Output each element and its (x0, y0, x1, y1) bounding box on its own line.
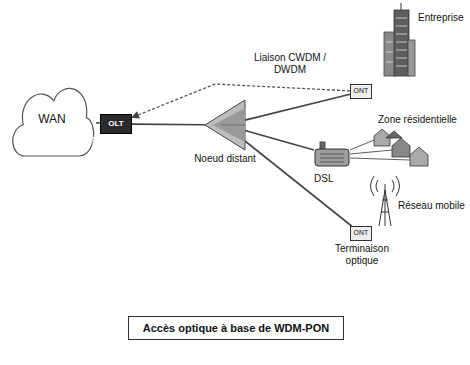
caption-block: Noeud distant (190, 153, 260, 165)
wan-cloud: WAN (8, 72, 96, 168)
antenna-illustration (371, 176, 400, 226)
ont-box: ONTTerminaison optique (350, 226, 372, 241)
site-label: Zone résidentielle (378, 114, 457, 126)
dsl-device: DSL (314, 140, 350, 170)
node-label: WAN (38, 113, 66, 127)
houses-illustration (350, 129, 428, 166)
fiber-link (245, 131, 314, 150)
node-content: OLT (101, 115, 131, 133)
node-caption: Terminaison optique (81, 136, 153, 159)
caption-block: Terminaison optique (81, 136, 153, 159)
node-content: ONT (351, 85, 371, 98)
splitter-shape (205, 100, 245, 150)
figure-caption: Accès optique à base de WDM-PON (128, 316, 344, 340)
node-content (205, 100, 245, 150)
node-label: ONT (354, 87, 369, 95)
node-caption: DSL (314, 173, 354, 185)
node-label: ONT (354, 229, 369, 237)
node-caption: Noeud distant (190, 153, 260, 165)
ont-box: ONT (350, 84, 372, 99)
fiber-link (245, 141, 352, 226)
dsl-modem-shape (314, 140, 350, 170)
fiber-link (245, 94, 350, 120)
caption-block: Terminaison optique (326, 243, 398, 266)
site-label: Entreprise (418, 12, 464, 24)
node-content: ONT (351, 227, 371, 240)
node-caption: Terminaison optique (326, 243, 398, 266)
link-label: Liaison CWDM / DWDM (248, 52, 332, 76)
building-illustration (384, 3, 415, 76)
node-content: WAN (8, 72, 96, 168)
node-label: OLT (108, 119, 123, 128)
caption-block: DSL (314, 173, 354, 185)
node-content (314, 140, 350, 170)
olt-box: OLTTerminaison optique (100, 114, 132, 134)
fiber-link (132, 123, 205, 125)
remote-node: Noeud distant (205, 100, 245, 150)
site-label: Réseau mobile (398, 200, 465, 212)
